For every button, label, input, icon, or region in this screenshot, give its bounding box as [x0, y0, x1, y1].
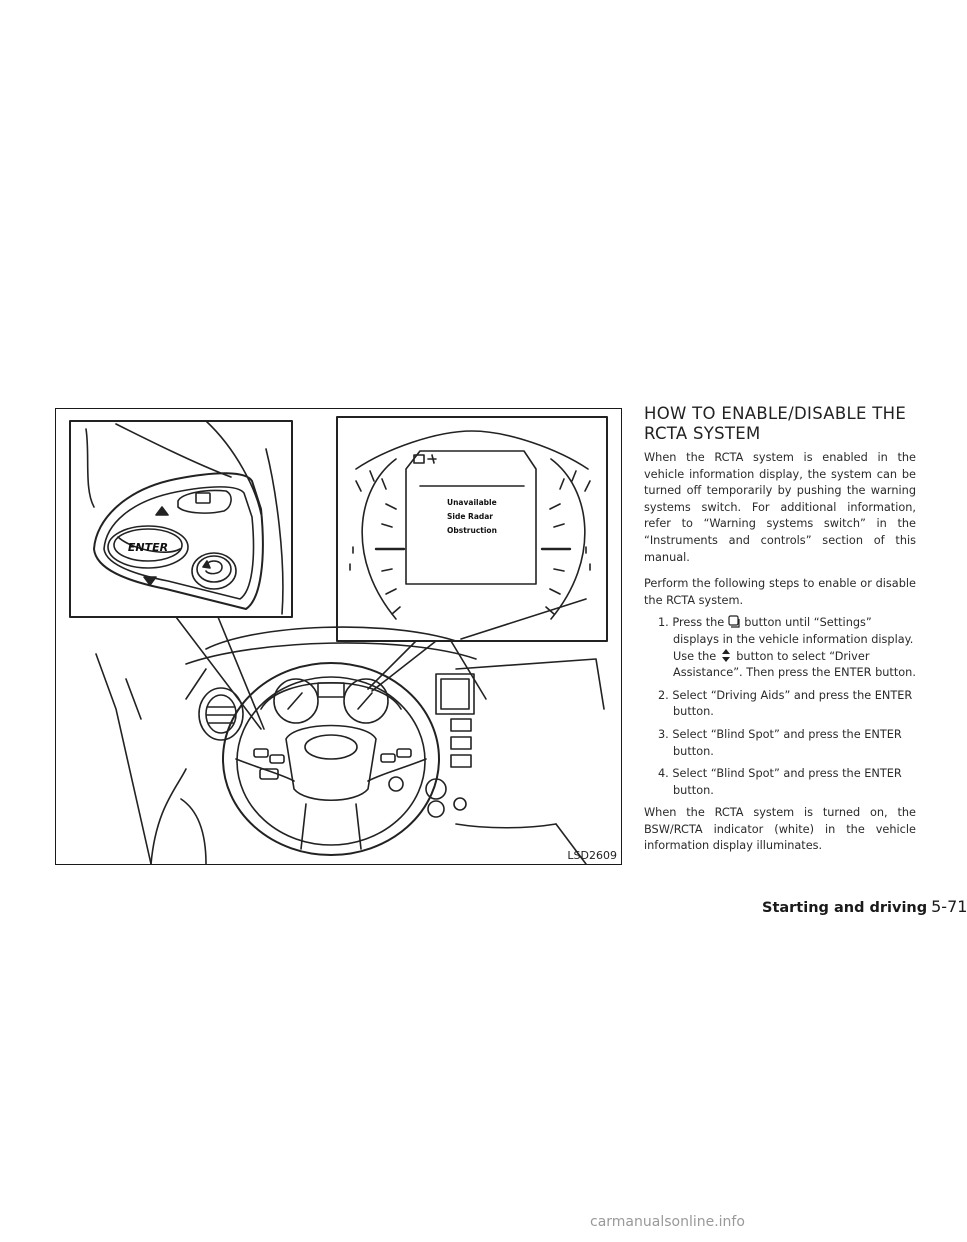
step-item: 3. Select “Blind Spot” and press the ENT… [650, 727, 916, 760]
closing-paragraph: When the RCTA system is turned on, the B… [644, 806, 916, 853]
step-number: 1. [658, 616, 669, 630]
step-item: 2. Select “Driving Aids” and press the E… [650, 688, 916, 721]
watermark: carmanualsonline.info [590, 1214, 745, 1230]
step-text: Select “Blind Spot” and press the ENTER … [672, 767, 902, 797]
up-down-button-icon [722, 648, 731, 662]
figure-code: LSD2609 [567, 849, 617, 862]
step-text: Select “Driving Aids” and press the ENTE… [672, 688, 913, 719]
page-number: 5-71 [931, 897, 967, 916]
text-column: HOW TO ENABLE/DISABLE THE RCTA SYSTEM Wh… [644, 404, 916, 855]
enter-button-label: ENTER [128, 541, 168, 554]
switch-inset-box [69, 420, 293, 618]
step-text: Press the [672, 616, 725, 630]
step-item: 4. Select “Blind Spot” and press the ENT… [650, 766, 916, 799]
step-text-cont2: button to select “Driver Assistance”. Th… [673, 649, 916, 680]
intro-paragraph: When the RCTA system is enabled in the v… [644, 451, 916, 564]
step-text: Select “Blind Spot” and press the ENTER … [672, 727, 902, 758]
menu-button-icon [728, 615, 740, 628]
display-message-line-2: Side Radar [447, 512, 493, 521]
section-heading: HOW TO ENABLE/DISABLE THE RCTA SYSTEM [644, 404, 916, 444]
step-number: 3. [658, 727, 669, 741]
section-heading-line-2: RCTA SYSTEM [644, 424, 761, 443]
steering-wheel-illustration: Unavailable Side Radar Obstruction ENTER… [55, 408, 622, 865]
footer-section-name: Starting and driving [762, 900, 928, 916]
display-inset-box [336, 416, 608, 642]
display-message-line-3: Obstruction [447, 526, 497, 535]
illustration-drawing: Unavailable Side Radar Obstruction ENTER [69, 416, 608, 865]
steps-intro-paragraph: Perform the following steps to enable or… [644, 577, 916, 607]
step-text-cont: button until “Settings” displays in the … [673, 616, 914, 663]
step-number: 4. [658, 767, 669, 781]
step-number: 2. [658, 688, 669, 702]
section-heading-line-1: HOW TO ENABLE/DISABLE THE [644, 404, 907, 423]
display-message-line-1: Unavailable [447, 498, 497, 507]
